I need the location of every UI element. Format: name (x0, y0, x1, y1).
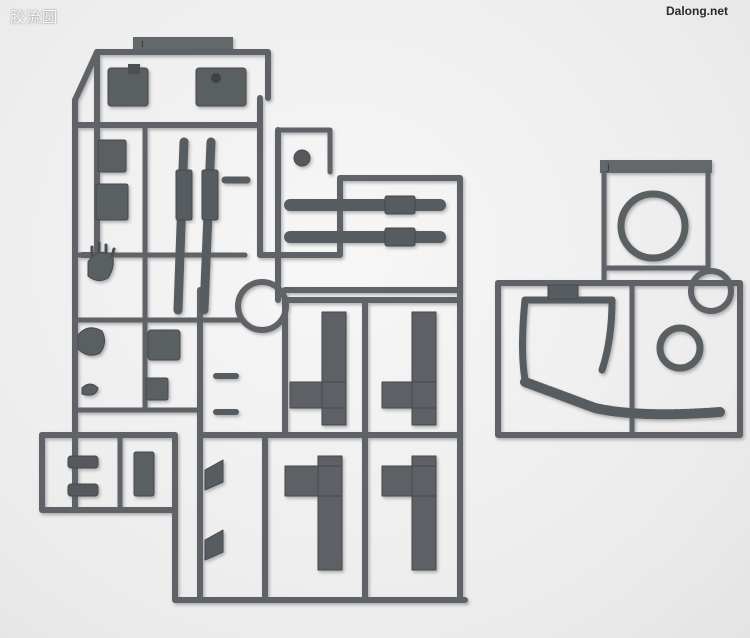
watermark-right: Dalong.net (666, 4, 728, 18)
part-rifle-b (381, 311, 437, 426)
runner-tag-j (600, 160, 712, 173)
part-coiled-hose (520, 377, 725, 420)
svg-text:J: J (606, 163, 610, 173)
part-block-b (195, 67, 247, 107)
runner-tag-i (133, 37, 233, 50)
part-rifle-c (284, 455, 343, 571)
watermark-left: 胶流圆 (10, 8, 59, 26)
part-rifle-a (289, 311, 347, 426)
svg-text:I: I (141, 40, 144, 50)
part-rifle-d (381, 455, 437, 571)
runner-small-right: J (495, 160, 743, 438)
part-ring-chain (617, 190, 689, 262)
runner-main-large: I (39, 37, 468, 603)
